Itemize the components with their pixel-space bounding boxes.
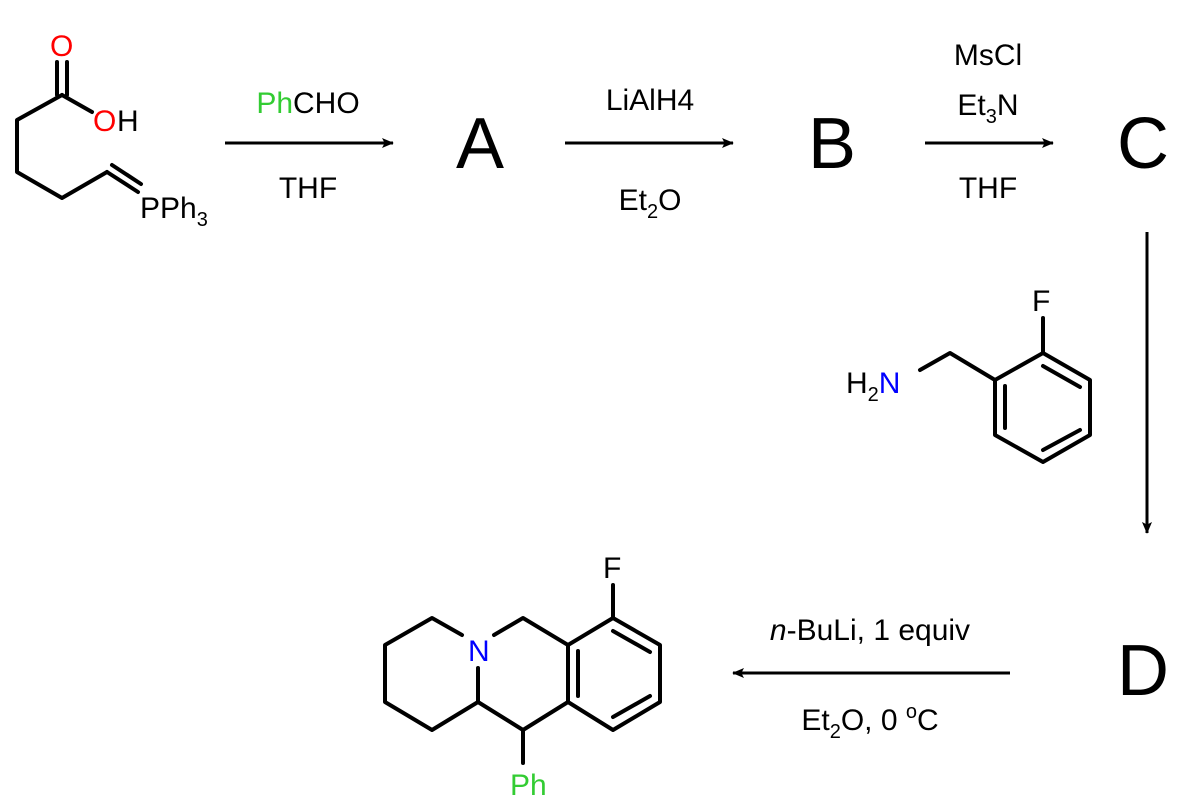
step2-solvent: Et2O bbox=[619, 184, 682, 223]
fluorobenzylamine: F H2N bbox=[846, 285, 1092, 464]
hydroxyl-oxygen: O bbox=[93, 105, 116, 138]
product-phenyl: Ph bbox=[510, 769, 547, 802]
hydroxyl-hydrogen: H bbox=[117, 105, 139, 138]
starting-material: O O H PPh3 bbox=[15, 30, 208, 231]
step1-solvent: THF bbox=[279, 172, 337, 205]
ylide-label: PPh3 bbox=[140, 192, 208, 231]
product-fluorine: F bbox=[603, 552, 621, 585]
intermediate-d: D bbox=[1117, 631, 1169, 711]
intermediate-a: A bbox=[456, 104, 504, 184]
step5-conditions: Et2O, 0 oC bbox=[801, 701, 938, 743]
step2-reagent: LiAlH4 bbox=[606, 84, 694, 117]
intermediate-c: C bbox=[1117, 104, 1169, 184]
amine-label: H2N bbox=[846, 367, 900, 406]
product-nitrogen: N bbox=[468, 635, 490, 668]
intermediate-b: B bbox=[808, 104, 856, 184]
product-structure: N F Ph bbox=[383, 552, 662, 802]
step3-reagent1: MsCl bbox=[954, 39, 1022, 72]
carbonyl-oxygen: O bbox=[50, 30, 73, 63]
step3-reagent2: Et3N bbox=[957, 89, 1018, 128]
step3-solvent: THF bbox=[959, 172, 1017, 205]
amine-fluorine: F bbox=[1032, 285, 1050, 318]
step5-reagent: n-BuLi, 1 equiv bbox=[770, 614, 970, 647]
step1-reagent: PhCHO bbox=[256, 87, 359, 120]
